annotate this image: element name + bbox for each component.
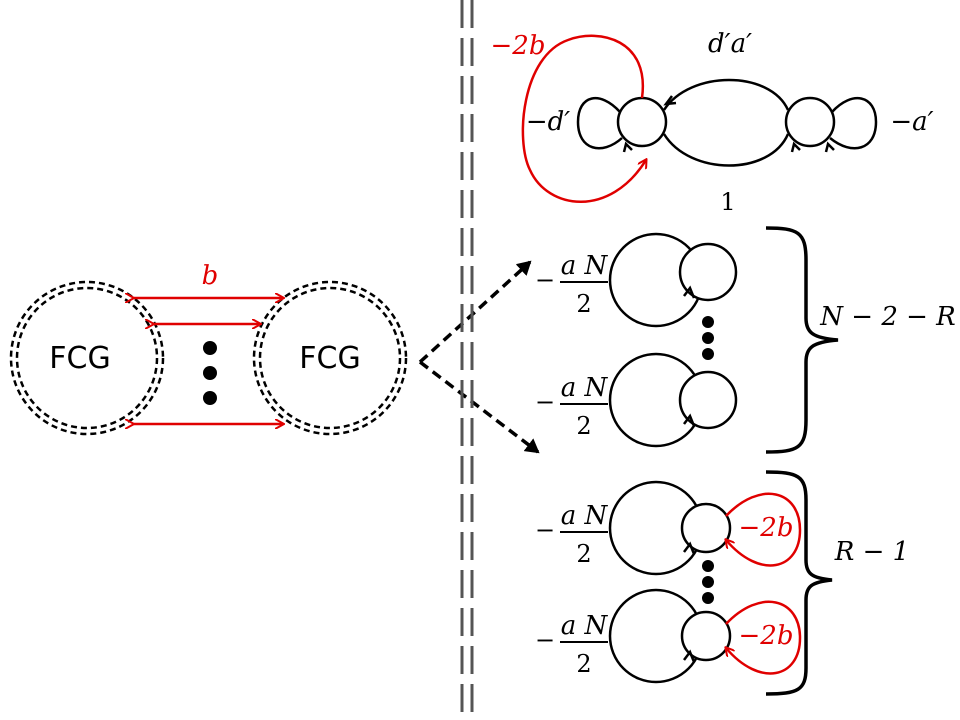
minus-sign: − xyxy=(535,266,555,294)
vertical-dots-left xyxy=(203,341,217,405)
fraction-numerator: a N xyxy=(561,611,609,641)
top-minus-aprime-label: −a′ xyxy=(890,107,933,137)
vertical-dots-bottom xyxy=(702,560,714,604)
fraction-denominator: 2 xyxy=(576,412,591,440)
top-dimer-diagram xyxy=(576,78,878,167)
middle-term-1: − a N 2 xyxy=(535,232,738,328)
bottom-term-2: − a N 2 −2b xyxy=(535,588,802,684)
minus-sign: − xyxy=(535,516,555,544)
fraction-denominator: 2 xyxy=(576,540,591,568)
fraction-numerator: a N xyxy=(561,501,609,531)
top-coefficient-label: 1 xyxy=(720,188,735,216)
minus-sign: − xyxy=(535,388,555,416)
bottom-minus-2b-label-1: −2b xyxy=(739,513,794,543)
bottom-count-label: R − 1 xyxy=(834,537,909,567)
top-minus-2b-label: −2b xyxy=(491,31,546,61)
fcg-left-label: FCG xyxy=(49,341,110,376)
middle-term-2: − a N 2 xyxy=(535,352,738,448)
top-dprime-aprime-label: d′a′ xyxy=(708,29,752,59)
vertical-dots-middle xyxy=(702,316,714,360)
fcg-left-cluster xyxy=(9,280,165,436)
branch-arrows xyxy=(418,260,540,454)
middle-count-label: N − 2 − R xyxy=(819,302,956,332)
top-minus-dprime-label: −d′ xyxy=(526,107,570,137)
b-label: b xyxy=(202,261,219,291)
bottom-term-1: − a N 2 −2b xyxy=(535,480,802,576)
fcg-right-cluster xyxy=(252,280,408,436)
fraction-denominator: 2 xyxy=(576,650,591,678)
middle-brace xyxy=(765,226,839,454)
b-connection-lines xyxy=(133,298,283,424)
divider-line xyxy=(460,0,474,720)
bottom-brace xyxy=(765,470,833,696)
fcg-right-label: FCG xyxy=(299,341,360,376)
fraction-numerator: a N xyxy=(561,373,609,403)
fraction-numerator: a N xyxy=(561,251,609,281)
bottom-minus-2b-label-2: −2b xyxy=(739,621,794,651)
minus-sign: − xyxy=(535,626,555,654)
fraction-denominator: 2 xyxy=(576,290,591,318)
top-red-loop xyxy=(521,34,646,203)
